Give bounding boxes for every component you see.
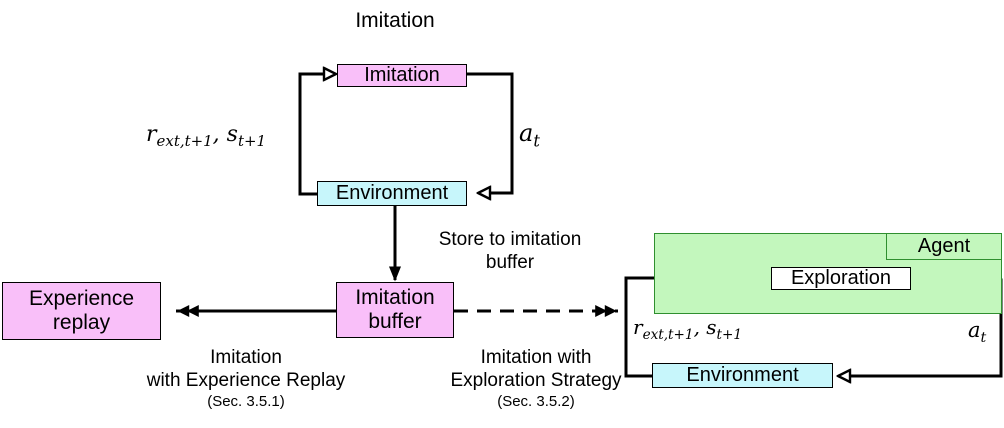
top-separator: , bbox=[212, 122, 227, 147]
right-environment-box: Environment bbox=[652, 363, 833, 388]
imitation-buffer-box: Imitation buffer bbox=[336, 282, 454, 338]
top-loop-right-arrow bbox=[467, 72, 514, 193]
top-environment-box: Environment bbox=[317, 181, 467, 206]
right-separator: , bbox=[693, 315, 707, 339]
top-s-symbol: s bbox=[226, 122, 238, 147]
exp-caption-line1: Imitation bbox=[210, 347, 282, 368]
right-a-subscript: t bbox=[980, 329, 987, 346]
imitation-buffer-line2: buffer bbox=[368, 310, 422, 333]
experience-replay-caption: Imitation with Experience Replay (Sec. 3… bbox=[116, 347, 376, 411]
experience-replay-line1: Experience bbox=[28, 286, 135, 310]
top-r-subscript: ext,t+1 bbox=[156, 132, 213, 151]
top-state-reward-label: rext,t+1, st+1 bbox=[146, 122, 266, 150]
right-action-label: at bbox=[968, 318, 986, 346]
explore-caption-line1: Imitation with bbox=[480, 347, 592, 368]
exp-caption-line2: with Experience Replay bbox=[146, 369, 346, 391]
right-s-symbol: s bbox=[706, 315, 717, 339]
explore-caption-ref: (Sec. 3.5.2) bbox=[497, 392, 575, 410]
right-state-reward-label: rext,t+1, st+1 bbox=[633, 315, 742, 343]
exploration-box: Exploration bbox=[771, 267, 911, 290]
store-label-line2: buffer bbox=[485, 251, 535, 273]
top-loop-left-arrow bbox=[298, 74, 336, 196]
imitation-buffer-line1: Imitation bbox=[355, 285, 435, 309]
top-a-subscript: t bbox=[533, 131, 540, 151]
exp-caption-ref: (Sec. 3.5.1) bbox=[207, 392, 285, 410]
top-a-symbol: a bbox=[519, 119, 534, 147]
top-action-label: at bbox=[519, 119, 540, 151]
exploration-strategy-caption: Imitation with Exploration Strategy (Sec… bbox=[441, 347, 631, 411]
right-s-subscript: t+1 bbox=[716, 326, 743, 343]
experience-replay-box: Experience replay bbox=[2, 282, 161, 340]
top-s-subscript: t+1 bbox=[237, 132, 266, 151]
right-r-symbol: r bbox=[633, 315, 643, 339]
store-label-line1: Store to imitation bbox=[438, 229, 582, 250]
top-title: Imitation bbox=[355, 9, 435, 32]
imitation-box: Imitation bbox=[337, 64, 467, 87]
right-r-subscript: ext,t+1 bbox=[642, 326, 694, 343]
top-r-symbol: r bbox=[146, 122, 157, 147]
agent-label-box: Agent bbox=[886, 233, 1002, 260]
experience-replay-line2: replay bbox=[52, 311, 111, 334]
right-a-symbol: a bbox=[968, 318, 981, 342]
store-to-buffer-label: Store to imitation buffer bbox=[415, 229, 605, 275]
explore-caption-line2: Exploration Strategy bbox=[450, 369, 622, 391]
